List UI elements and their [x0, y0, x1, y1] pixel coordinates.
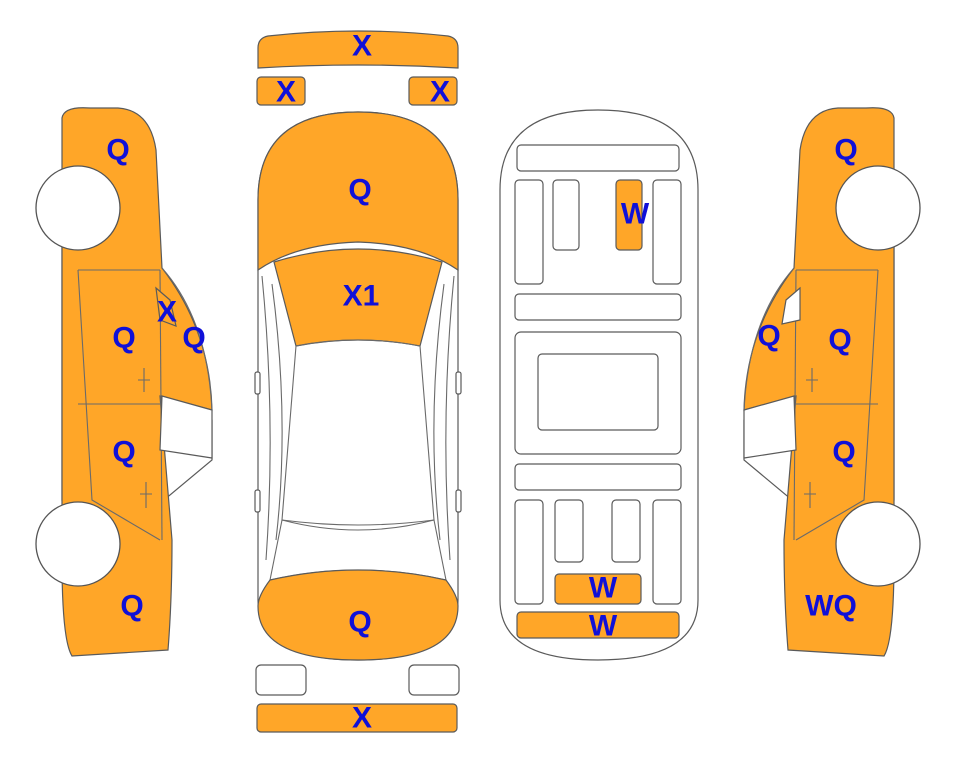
front-bumper-bar[interactable] — [257, 30, 459, 69]
mark-under-rear-bar: W — [589, 610, 618, 643]
mark-left-front-door: Q — [112, 322, 135, 355]
under-rail-left — [514, 179, 544, 285]
left-rear-window — [159, 395, 213, 459]
right-rear-window — [743, 395, 797, 459]
mark-right-front-window: Q — [757, 320, 780, 353]
under-center-part[interactable] — [615, 179, 643, 251]
under-cross-bar-1 — [514, 293, 682, 321]
left-rear-handle-line — [140, 482, 152, 508]
left-mirror — [254, 371, 261, 395]
mark-trunk: Q — [348, 606, 371, 639]
left-front-handle — [138, 368, 150, 392]
mark-right-rear-door: Q — [832, 436, 855, 469]
mark-top-left-small: X — [276, 76, 296, 109]
under-rear-part[interactable] — [554, 573, 642, 605]
right-window-line — [743, 267, 795, 413]
mark-right-front-door: Q — [828, 324, 851, 357]
rear-right-light — [408, 664, 460, 696]
right-front-wheel — [835, 165, 921, 251]
right-rear-wheel — [835, 501, 921, 587]
left-side-view — [35, 107, 213, 657]
underside-view — [499, 109, 699, 661]
right-rear-handle — [455, 489, 462, 513]
mark-top-right-small: X — [430, 76, 450, 109]
right-side-view — [743, 107, 921, 657]
under-rear-bar[interactable] — [516, 611, 680, 639]
left-a-pillar[interactable] — [155, 286, 177, 327]
trunk-panel[interactable] — [257, 569, 459, 661]
front-right-light[interactable] — [408, 76, 458, 106]
rear-left-light — [255, 664, 307, 696]
right-rear-handle-line — [804, 482, 816, 508]
under-rear-rail-right — [652, 499, 682, 605]
mark-left-front-fender: Q — [106, 134, 129, 167]
top-view — [254, 30, 462, 733]
mark-under-rear-part: W — [589, 572, 618, 605]
left-door-back — [77, 269, 161, 541]
mark-windshield: X1 — [343, 280, 380, 313]
mark-under-center-part: W — [621, 198, 650, 231]
under-rear-small-left — [554, 499, 584, 563]
mark-left-a-pillar: X — [157, 296, 177, 329]
rear-bumper-bar[interactable] — [256, 703, 458, 733]
under-cross-bar-2 — [514, 463, 682, 491]
hood-panel[interactable] — [257, 111, 459, 272]
mark-left-rear-fender: Q — [120, 590, 143, 623]
mark-top-front-bar: X — [352, 30, 372, 63]
under-mid-box — [537, 353, 659, 431]
mark-rear-bumper: X — [352, 702, 372, 735]
left-side-line — [261, 275, 271, 561]
mark-right-front-fender: Q — [834, 134, 857, 167]
left-side-line-2 — [271, 283, 283, 541]
under-front-bar — [516, 144, 680, 172]
mark-right-rear-fender: WQ — [805, 590, 857, 623]
damage-marks: X X X Q X1 Q X Q X Q Q Q Q W W W Q Q Q Q… — [106, 30, 857, 735]
under-rear-small-right — [611, 499, 641, 563]
left-front-wheel — [35, 165, 121, 251]
mark-hood: Q — [348, 174, 371, 207]
right-front-handle — [806, 368, 818, 392]
right-a-pillar — [781, 286, 801, 325]
left-rear-wheel — [35, 501, 121, 587]
mark-left-front-window: Q — [182, 322, 205, 355]
right-side-line — [445, 275, 455, 561]
right-side-line-2 — [433, 283, 445, 541]
right-door-back — [795, 269, 879, 541]
left-rear-handle — [254, 489, 261, 513]
under-part-left — [552, 179, 580, 251]
mark-left-rear-door: Q — [112, 436, 135, 469]
under-rail-right — [652, 179, 682, 285]
right-mirror — [455, 371, 462, 395]
front-left-light[interactable] — [256, 76, 306, 106]
left-window-line — [161, 267, 213, 413]
under-rear-rail-left — [514, 499, 544, 605]
